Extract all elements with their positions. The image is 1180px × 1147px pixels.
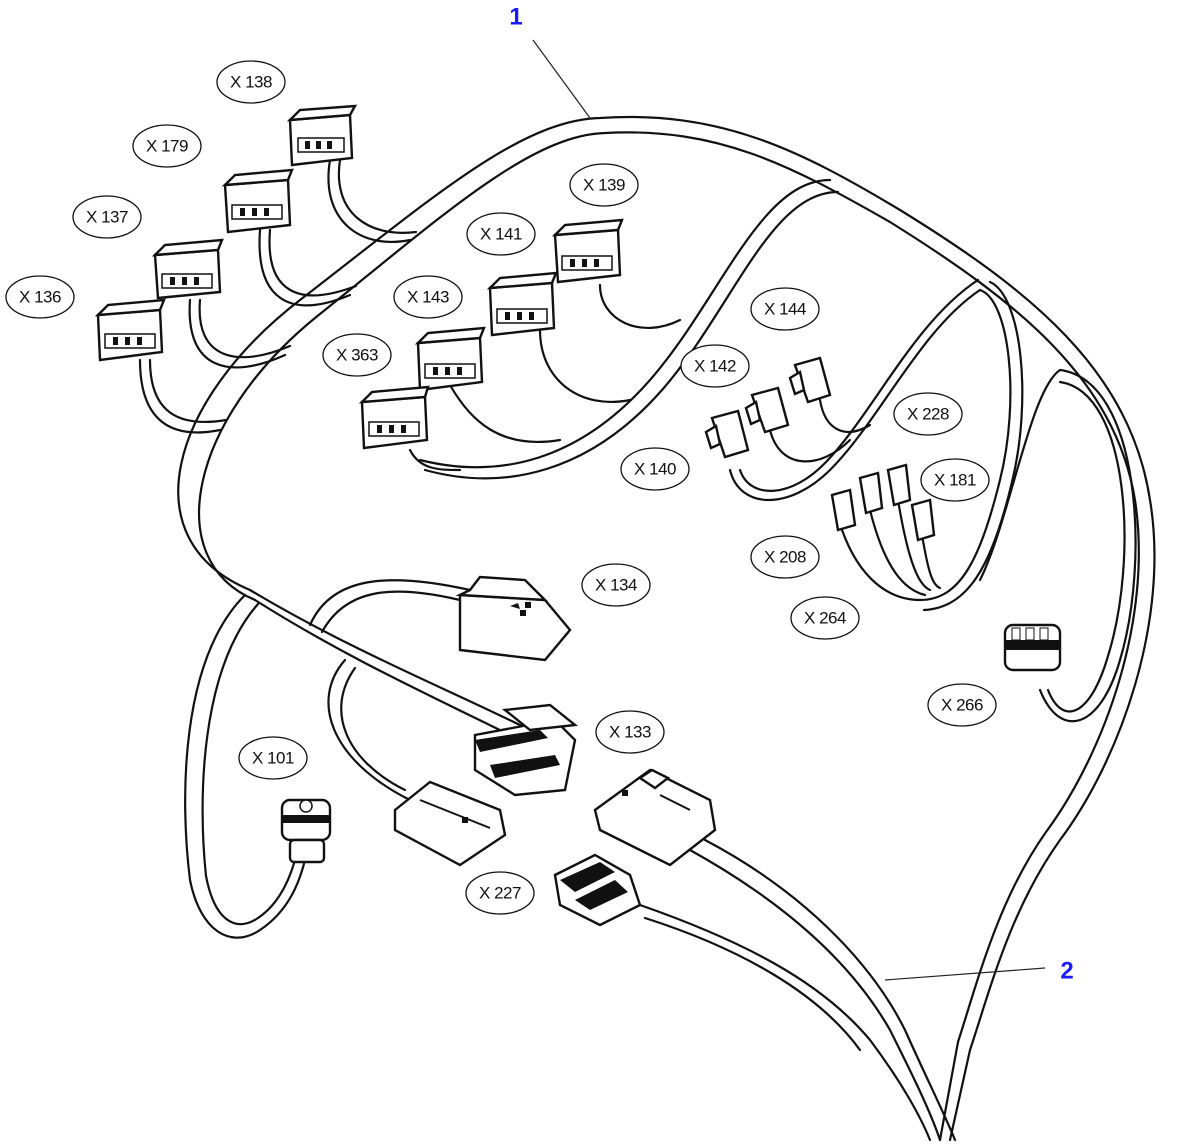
connector-x138: [286, 104, 358, 167]
label-text: X 140: [634, 459, 676, 478]
label-text: X 266: [941, 695, 983, 714]
callout-2: 2: [1060, 957, 1073, 984]
branch-x266: [978, 368, 1137, 723]
callout-leaders: [532, 39, 1046, 981]
label-text: X 264: [804, 608, 846, 627]
label-x134: X 134: [581, 563, 651, 607]
label-text: X 144: [764, 299, 806, 318]
label-text: X 179: [146, 136, 188, 155]
label-oval: [750, 287, 820, 331]
label-x264: X 264: [790, 596, 860, 640]
left-connector-leads: [138, 158, 418, 434]
connector-x266: [1003, 623, 1062, 672]
fan-leads: [840, 498, 942, 602]
label-oval: [465, 871, 535, 915]
connector-x181: [910, 498, 936, 542]
connector-x144: [788, 356, 832, 404]
label-oval: [680, 344, 750, 388]
label-text: X 133: [609, 722, 651, 741]
label-oval: [581, 563, 651, 607]
connector-x227-dark: [553, 853, 642, 927]
label-x140: X 140: [620, 447, 690, 491]
connector-x101: [280, 798, 332, 864]
inner-loop: [408, 178, 840, 480]
label-x133: X 133: [595, 710, 665, 754]
branch-x101: [184, 593, 307, 939]
label-x137: X 137: [72, 195, 142, 239]
connector-x139: [551, 218, 624, 284]
label-text: X 142: [694, 356, 736, 375]
label-oval: [927, 683, 997, 727]
label-text: X 228: [907, 404, 949, 423]
label-text: X 101: [252, 748, 294, 767]
label-x136: X 136: [5, 275, 75, 319]
connector-x228: [886, 463, 912, 507]
connector-x137: [151, 238, 224, 300]
label-oval: [5, 275, 75, 319]
label-oval: [466, 212, 536, 256]
label-text: X 137: [86, 207, 128, 226]
label-text: X 363: [336, 345, 378, 364]
callout-numbers: 12: [509, 3, 1073, 984]
label-text: X 143: [407, 287, 449, 306]
label-x228: X 228: [893, 392, 963, 436]
label-oval: [322, 333, 392, 377]
connector-x141: [486, 271, 558, 337]
branch-x134: [308, 579, 472, 634]
connector-x134: [455, 575, 572, 662]
label-oval: [790, 596, 860, 640]
label-text: X 138: [230, 72, 272, 91]
label-text: X 139: [583, 175, 625, 194]
label-oval: [393, 275, 463, 319]
label-oval: [72, 195, 142, 239]
label-text: X 227: [479, 883, 521, 902]
connector-labels: X 138 X 179 X 137 X 136 X 139 X 141 X 143 X 363…: [5, 60, 997, 915]
label-text: X 208: [764, 547, 806, 566]
label-x227: X 227: [465, 871, 535, 915]
label-oval: [750, 535, 820, 579]
callout-1: 1: [509, 3, 522, 30]
branch-x227: [327, 658, 412, 802]
label-x141: X 141: [466, 212, 536, 256]
label-x266: X 266: [927, 683, 997, 727]
label-x363: X 363: [322, 333, 392, 377]
connector-x179: [221, 168, 294, 234]
connector-x142: [744, 386, 790, 434]
label-x179: X 179: [132, 124, 202, 168]
label-text: X 181: [934, 470, 976, 489]
label-oval: [132, 124, 202, 168]
label-x138: X 138: [216, 60, 286, 104]
connector-x264: [858, 471, 884, 515]
label-oval: [595, 710, 665, 754]
label-x101: X 101: [238, 736, 308, 780]
connector-x363: [358, 385, 430, 450]
connector-x140: [704, 409, 750, 459]
connector-x133-dark: [473, 703, 579, 797]
label-x143: X 143: [393, 275, 463, 319]
label-x139: X 139: [569, 163, 639, 207]
label-x144: X 144: [750, 287, 820, 331]
label-x181: X 181: [920, 458, 990, 502]
connector-x133: [593, 768, 717, 867]
label-text: X 136: [19, 287, 61, 306]
lower-trunk: [248, 588, 957, 1142]
label-oval: [238, 736, 308, 780]
connector-x227: [393, 780, 507, 867]
connector-x136: [94, 298, 166, 362]
connector-x208: [830, 488, 857, 532]
label-x208: X 208: [750, 535, 820, 579]
label-oval: [216, 60, 286, 104]
label-text: X 141: [480, 224, 522, 243]
right-loop: [728, 278, 1024, 612]
label-x142: X 142: [680, 344, 750, 388]
label-oval: [569, 163, 639, 207]
label-text: X 134: [595, 575, 637, 594]
label-oval: [620, 447, 690, 491]
connector-x143: [414, 326, 486, 392]
label-oval: [893, 392, 963, 436]
label-oval: [920, 458, 990, 502]
